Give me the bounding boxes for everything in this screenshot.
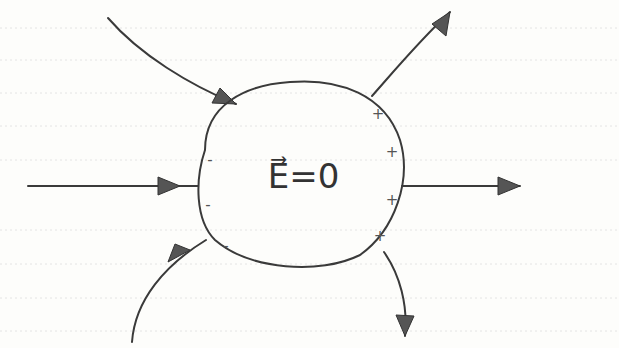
- charge-sign: -: [223, 239, 228, 254]
- charge-sign: +: [374, 229, 387, 244]
- charge-sign: +: [386, 193, 399, 208]
- blob-outline-path: [198, 81, 403, 267]
- charge-sign: -: [223, 93, 228, 108]
- charge-sign: -: [207, 153, 212, 168]
- charge-sign: +: [372, 107, 385, 122]
- charge-sign: -: [205, 198, 210, 213]
- field-equation: E⃗=0: [268, 156, 340, 196]
- charge-sign: +: [386, 145, 399, 160]
